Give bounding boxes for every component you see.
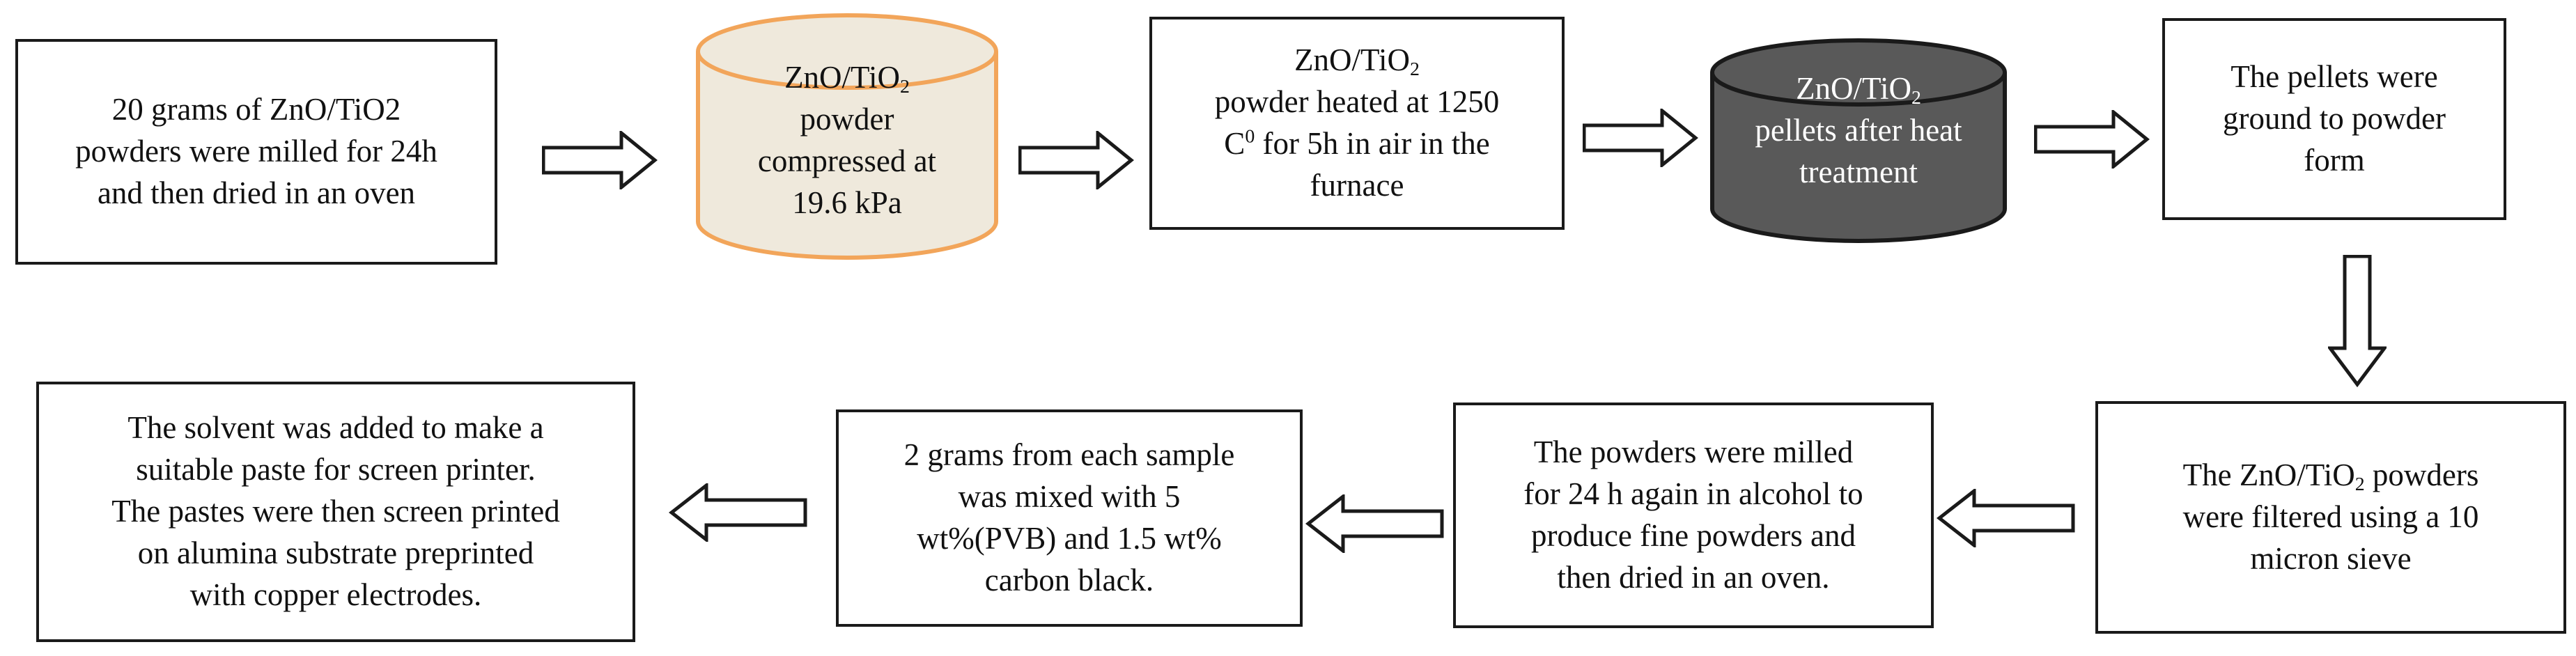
cylinder-light-shape [696, 13, 998, 260]
step3-line-3-rest: for 5h in air in the [1255, 126, 1490, 161]
step6-line-1: The ZnO/TiO2 powders [2183, 455, 2479, 497]
cylinder-dark-shape [1710, 38, 2007, 243]
step9-line-2: suitable paste for screen printer. [136, 452, 536, 487]
arrow-left-1 [1937, 489, 2075, 547]
step1-line-1: 20 grams of ZnO/TiO2 [111, 92, 401, 127]
arrow-left-2 [1305, 494, 1444, 553]
step2-line-4: 19.6 kPa [792, 185, 902, 220]
step9-line-3: The pastes were then screen printed [111, 494, 560, 529]
step2-formula-subscript: 2 [899, 75, 910, 97]
step3-unit-superscript: 0 [1245, 125, 1255, 148]
step1-line-3: and then dried in an oven [97, 175, 416, 210]
step-box-sieving: The ZnO/TiO2 powders were filtered using… [2095, 401, 2566, 634]
step3-line-3: C0 for 5h in air in the [1215, 123, 1500, 165]
step8-line-1: 2 grams from each sample [903, 437, 1235, 473]
step6-formula-subscript: 2 [2354, 474, 2365, 496]
step2-line-3: compressed at [757, 143, 937, 178]
step6-line-3: micron sieve [2250, 540, 2412, 576]
step7-line-3: produce fine powders and [1530, 518, 1856, 553]
step5-line-2: ground to powder [2223, 101, 2446, 136]
step3-line-2: powder heated at 1250 [1214, 84, 1500, 120]
step6-line-1-end: powders [2364, 458, 2479, 493]
step2-line-1: ZnO/TiO2 [694, 57, 1000, 99]
step9-line-1: The solvent was added to make a [127, 410, 544, 446]
step4-line-3: treatment [1799, 154, 1918, 189]
arrow-right-1 [542, 131, 658, 189]
step3-line-1: ZnO/TiO2 [1215, 40, 1500, 81]
arrow-down [2328, 255, 2387, 387]
step3-formula: ZnO/TiO [1294, 42, 1410, 78]
step6-line-2: were filtered using a 10 [2182, 499, 2479, 535]
step3-line-4: furnace [1310, 167, 1404, 203]
step2-line-2: powder [800, 101, 894, 136]
step2-formula: ZnO/TiO [784, 60, 900, 95]
step-box-screen-printing: The solvent was added to make a suitable… [36, 382, 635, 642]
step9-line-4: on alumina substrate preprinted [137, 535, 534, 570]
arrow-right-3 [1583, 109, 1698, 167]
step8-line-3: wt%(PVB) and 1.5 wt% [917, 521, 1222, 556]
step7-line-4: then dried in an oven. [1557, 559, 1830, 595]
arrow-right-4 [2034, 110, 2150, 169]
step5-line-1: The pellets were [2230, 59, 2438, 95]
step-box-milling: 20 grams of ZnO/TiO2 powders were milled… [15, 39, 497, 265]
step7-line-1: The powders were milled [1533, 435, 1854, 470]
step4-formula: ZnO/TiO [1796, 71, 1911, 106]
step5-line-3: form [2304, 142, 2365, 178]
step6-line-1-start: The ZnO/TiO [2182, 458, 2355, 493]
step7-line-2: for 24 h again in alcohol to [1523, 476, 1863, 512]
step-box-grinding: The pellets were ground to powder form [2162, 18, 2506, 220]
step1-line-2: powders were milled for 24h [75, 134, 437, 169]
step-box-mixing: 2 grams from each sample was mixed with … [836, 409, 1303, 627]
cylinder-heat-treated-pellets: ZnO/TiO2 pellets after heat treatment [1708, 36, 2009, 245]
step4-formula-subscript: 2 [1911, 86, 1921, 109]
arrow-left-3 [669, 483, 807, 542]
cylinder-compressed-powder: ZnO/TiO2 powder compressed at 19.6 kPa [694, 13, 1000, 265]
step4-line-2: pellets after heat [1755, 112, 1962, 148]
step4-line-1: ZnO/TiO2 [1708, 68, 2009, 110]
arrow-right-2 [1018, 131, 1134, 189]
step9-line-5: with copper electrodes. [189, 577, 482, 612]
step-box-heating: ZnO/TiO2 powder heated at 1250 C0 for 5h… [1149, 17, 1565, 230]
step3-unit: C [1224, 126, 1246, 161]
step3-formula-subscript: 2 [1409, 58, 1420, 81]
step-box-alcohol-milling: The powders were milled for 24 h again i… [1453, 403, 1934, 628]
step8-line-4: carbon black. [984, 562, 1154, 598]
step8-line-2: was mixed with 5 [958, 479, 1181, 515]
